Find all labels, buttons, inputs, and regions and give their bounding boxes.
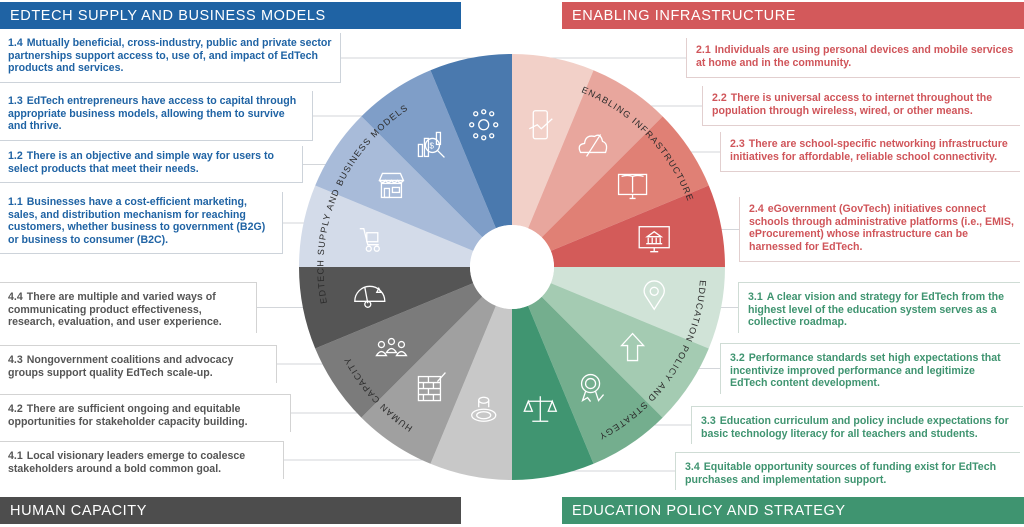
wheel-segment-2-2: [528, 70, 663, 238]
item-number: 1.2: [8, 150, 23, 162]
item-number: 3.1: [748, 291, 763, 303]
award-badge-icon: [580, 373, 605, 403]
storefront-icon: [378, 172, 405, 199]
header-enabling-infrastructure: ENABLING INFRASTRUCTURE: [562, 2, 1024, 29]
wheel-segment-1-1: [299, 185, 474, 267]
group-people-icon: [375, 337, 408, 357]
item-number: 4.4: [8, 291, 23, 303]
item-number: 2.3: [730, 138, 745, 150]
item-text: Equitable opportunity sources of funding…: [685, 461, 997, 486]
scales-icon: [523, 396, 558, 422]
header-education-policy: EDUCATION POLICY AND STRATEGY: [562, 497, 1024, 524]
item-number: 2.4: [749, 203, 764, 215]
item-text: Performance standards set high expectati…: [730, 352, 1001, 390]
network-people-icon: [469, 109, 499, 141]
item-number: 1.4: [8, 37, 23, 49]
wheel-segment-2-4: [550, 185, 725, 267]
stamp-icon: [471, 396, 497, 422]
item-number: 2.1: [696, 44, 711, 56]
item-text: There is an objective and simple way for…: [8, 150, 275, 175]
item-number: 4.2: [8, 403, 23, 415]
mobile-phone-icon: [528, 110, 553, 140]
item-number: 3.4: [685, 461, 700, 473]
location-pin-icon: [643, 280, 665, 311]
wheel-segment-3-3: [528, 296, 663, 464]
wheel-segment-2-3: [541, 116, 709, 251]
item-text: Individuals are using personal devices a…: [696, 44, 1014, 69]
item-text: EdTech entrepreneurs have access to capi…: [8, 95, 297, 133]
wheel-segment-3-2: [541, 283, 709, 418]
item-number: 4.1: [8, 450, 23, 462]
wheel-segment-4-3: [315, 283, 483, 418]
svg-text:$: $: [429, 141, 434, 150]
book-monitor-icon: [617, 173, 648, 200]
wheel-segment-4-1: [430, 305, 512, 480]
wheel-segment-4-4: [299, 267, 474, 349]
cloud-icon: [578, 134, 608, 157]
cart-icon: [359, 228, 380, 252]
item-text: Mutually beneficial, cross-industry, pub…: [8, 37, 332, 75]
item-number: 4.3: [8, 354, 23, 366]
header-edtech-supply: EDTECH SUPPLY AND BUSINESS MODELS: [0, 2, 461, 29]
item-text: There is universal access to internet th…: [712, 92, 993, 117]
item-text: A clear vision and strategy for EdTech f…: [748, 291, 1004, 329]
item-number: 3.2: [730, 352, 745, 364]
item-text: Nongovernment coalitions and advocacy gr…: [8, 354, 234, 379]
wheel-segment-2-1: [512, 54, 594, 229]
item-text: There are school-specific networking inf…: [730, 138, 1008, 163]
finance-magnifier-icon: $: [417, 131, 445, 158]
item-number: 3.3: [701, 415, 716, 427]
item-text: Education curriculum and policy include …: [701, 415, 1009, 440]
wheel-segment-3-4: [512, 305, 594, 480]
government-monitor-icon: [638, 226, 670, 253]
gauge-icon: [354, 285, 386, 308]
item-text: There are multiple and varied ways of co…: [8, 291, 222, 329]
wheel-segment-1-4: [430, 54, 512, 229]
brick-wall-icon: [417, 372, 446, 402]
item-text: Local visionary leaders emerge to coales…: [8, 450, 246, 475]
item-text: There are sufficient ongoing and equitab…: [8, 403, 248, 428]
arrow-up-icon: [620, 332, 646, 362]
item-number: 1.1: [8, 196, 23, 208]
item-number: 2.2: [712, 92, 727, 104]
item-text: Businesses have a cost-efficient marketi…: [8, 196, 266, 246]
wheel-center: [470, 225, 554, 309]
header-human-capacity: HUMAN CAPACITY: [0, 497, 461, 524]
item-number: 1.3: [8, 95, 23, 107]
item-text: eGovernment (GovTech) initiatives connec…: [749, 203, 1014, 253]
wheel-segment-3-1: [550, 267, 725, 349]
